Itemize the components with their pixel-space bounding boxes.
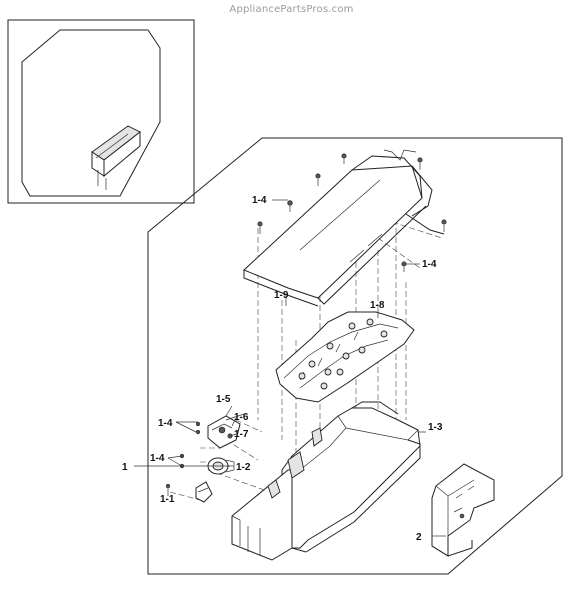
label-1-8: 1-8 bbox=[370, 300, 385, 311]
label-2: 2 bbox=[416, 532, 422, 543]
assembly-frame bbox=[147, 137, 563, 575]
wire-connector bbox=[195, 481, 213, 503]
label-1-6: 1-6 bbox=[234, 412, 249, 423]
screw-icon bbox=[441, 219, 447, 232]
watermark-text: AppliancePartsPros.com bbox=[229, 4, 354, 15]
screw-icon bbox=[341, 153, 347, 164]
label-1-7: 1-7 bbox=[234, 429, 249, 440]
label-1-4-left-lower: 1-4 bbox=[150, 453, 165, 464]
leader-lines bbox=[134, 199, 446, 537]
part-labels: 1-4 1-4 1-9 1-8 1-3 1-5 1-6 1-7 1-4 1-4 … bbox=[122, 195, 443, 543]
screw-icon bbox=[315, 173, 321, 186]
label-1-3: 1-3 bbox=[428, 422, 443, 433]
screw-icon bbox=[257, 221, 263, 234]
screw-icon bbox=[417, 157, 423, 170]
label-1-4-left-upper: 1-4 bbox=[158, 418, 173, 429]
screw-icon bbox=[195, 429, 201, 435]
label-1: 1 bbox=[122, 462, 128, 473]
label-1-9: 1-9 bbox=[274, 290, 289, 301]
screw-icon bbox=[195, 421, 201, 427]
screw-icon bbox=[165, 483, 171, 496]
label-1-4-top: 1-4 bbox=[252, 195, 267, 206]
screw-icon bbox=[287, 200, 293, 212]
label-1-5: 1-5 bbox=[216, 394, 231, 405]
mounting-bracket bbox=[431, 463, 495, 557]
label-1-4-right: 1-4 bbox=[422, 259, 437, 270]
inset-dryer-overview bbox=[7, 19, 195, 204]
element-terminals bbox=[298, 318, 388, 390]
screw-icon bbox=[401, 261, 407, 272]
heating-element-plate bbox=[275, 311, 415, 403]
label-1-2: 1-2 bbox=[236, 462, 251, 473]
heater-cover bbox=[243, 149, 445, 307]
label-1-1: 1-1 bbox=[160, 494, 175, 505]
inset-heater-icon bbox=[91, 125, 141, 190]
heater-housing-duct bbox=[231, 401, 421, 561]
